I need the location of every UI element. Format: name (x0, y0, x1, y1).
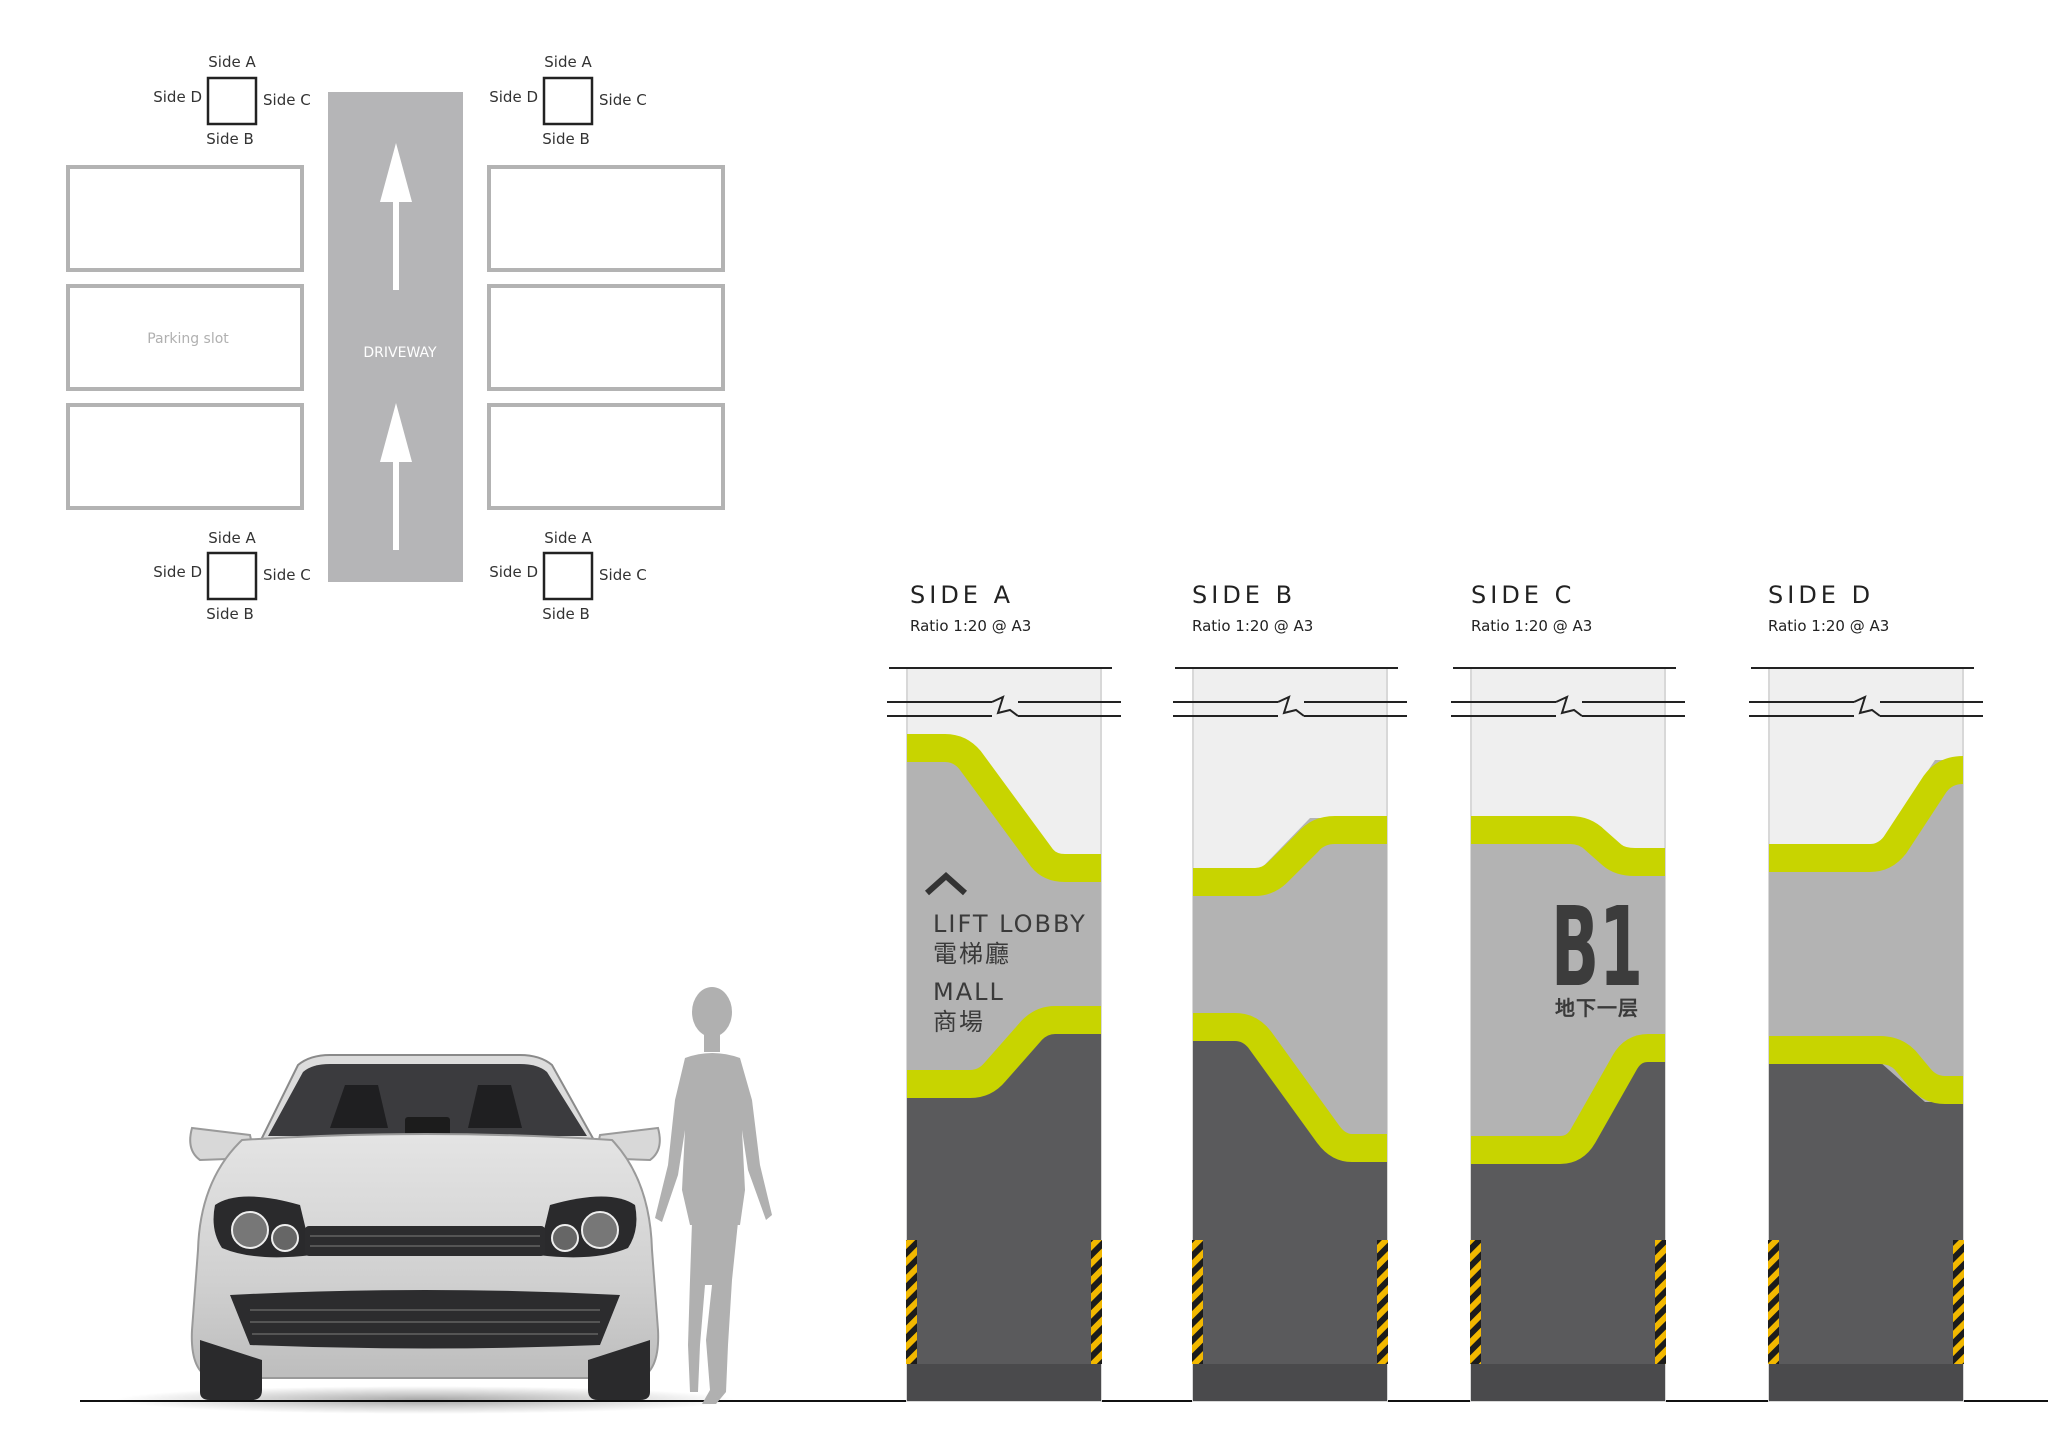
plan-pillar: Side A Side B Side C Side D (489, 53, 646, 148)
svg-text:Side D: Side D (153, 563, 202, 581)
sign-level-zh: 地下一层 (1555, 996, 1639, 1020)
pillar-side-d (1749, 667, 1983, 1402)
sign-mall-zh: 商場 (933, 1008, 985, 1036)
parking-slot (487, 165, 725, 272)
svg-text:Side A: Side A (208, 53, 256, 71)
svg-text:Side A: Side A (544, 529, 592, 547)
parking-slots-left (66, 165, 304, 510)
svg-text:Side B: Side B (542, 605, 590, 623)
plan-view: DRIVEWAY Parking slot Side A Side B Side… (66, 53, 725, 623)
sign-level: B1 (1551, 883, 1643, 1011)
pillar-side-c: B1 地下一层 (1451, 667, 1685, 1402)
elevation-title: SIDE A (910, 581, 1014, 609)
elevation-ratio: Ratio 1:20 @ A3 (910, 617, 1031, 635)
car-front-view (115, 1054, 735, 1414)
elevation-ratio: Ratio 1:20 @ A3 (1471, 617, 1592, 635)
arrow-up-icon (380, 403, 412, 550)
sign-lift-lobby-en: LIFT LOBBY (933, 910, 1087, 938)
human-silhouette (655, 987, 772, 1404)
pillar-side-b (1173, 667, 1407, 1402)
svg-text:Side B: Side B (542, 130, 590, 148)
chevron-up-icon (924, 871, 968, 896)
arrow-up-icon (380, 143, 412, 290)
svg-text:Side A: Side A (544, 53, 592, 71)
elevation-headings: SIDE A Ratio 1:20 @ A3 SIDE B Ratio 1:20… (910, 581, 1889, 635)
elevation-title: SIDE C (1471, 581, 1575, 609)
svg-text:Side C: Side C (599, 91, 647, 109)
svg-text:Side D: Side D (489, 563, 538, 581)
parking-slot-label: Parking slot (147, 331, 229, 347)
svg-text:Side B: Side B (206, 605, 254, 623)
svg-text:Side C: Side C (263, 566, 311, 584)
plan-pillar: Side A Side B Side C Side D (153, 529, 310, 623)
parking-slot (487, 284, 725, 391)
elevation-ratio: Ratio 1:20 @ A3 (1192, 617, 1313, 635)
svg-text:Side D: Side D (489, 88, 538, 106)
elevation-title: SIDE B (1192, 581, 1296, 609)
plan-pillar: Side A Side B Side C Side D (489, 529, 646, 623)
svg-text:Side C: Side C (263, 91, 311, 109)
parking-slot (66, 165, 304, 272)
pillar-side-a: LIFT LOBBY 電梯廳 MALL 商場 (887, 667, 1121, 1402)
sign-mall-en: MALL (933, 978, 1005, 1006)
parking-slot (66, 403, 304, 510)
sign-lift-lobby-zh: 電梯廳 (933, 940, 1011, 968)
svg-text:Side A: Side A (208, 529, 256, 547)
elevation-title: SIDE D (1768, 581, 1874, 609)
svg-text:Side D: Side D (153, 88, 202, 106)
parking-slot (66, 284, 304, 391)
plan-pillar: Side A Side B Side C Side D (153, 53, 310, 148)
svg-text:Side B: Side B (206, 130, 254, 148)
parking-slot (487, 403, 725, 510)
svg-text:Side C: Side C (599, 566, 647, 584)
parking-slots-right (487, 165, 725, 510)
elevation-ratio: Ratio 1:20 @ A3 (1768, 617, 1889, 635)
driveway-label: DRIVEWAY (363, 345, 437, 361)
